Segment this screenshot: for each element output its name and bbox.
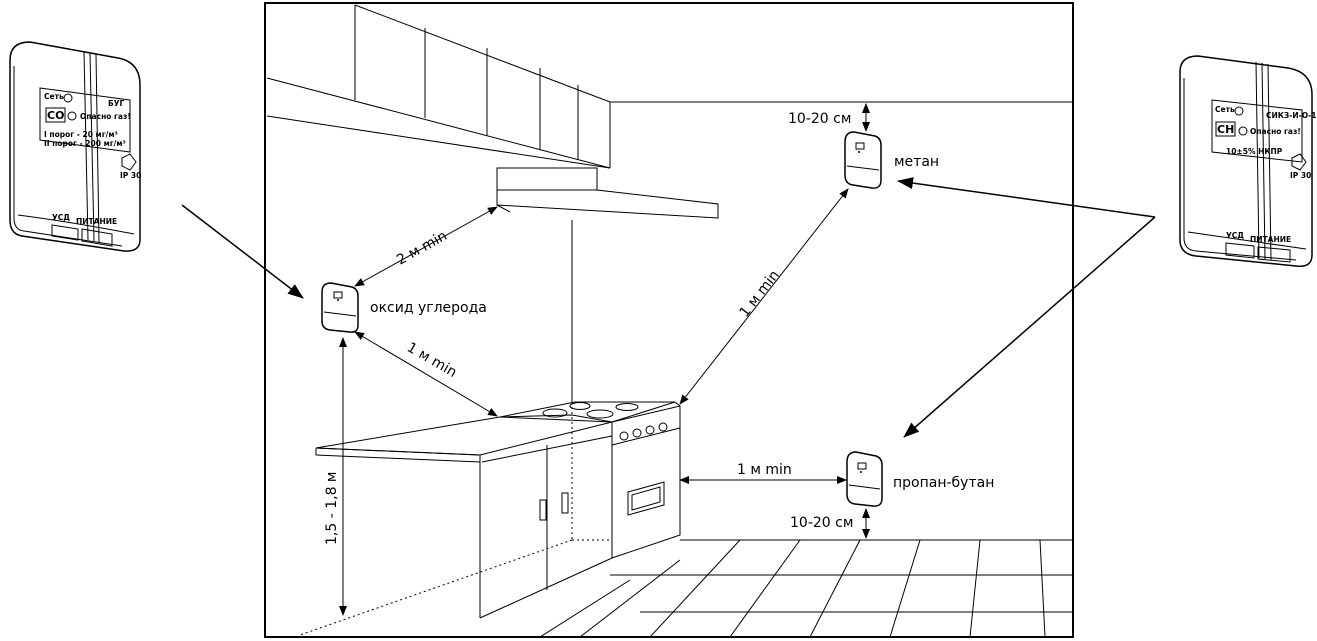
kitchen-scene bbox=[266, 4, 1072, 638]
co-stove-distance-label: 1 м min bbox=[404, 340, 459, 381]
methane-stove-distance-label: 1 м min bbox=[737, 267, 783, 320]
floor-gap-label: 10-20 см bbox=[790, 515, 853, 531]
height-range-label: 1,5 - 1,8 м bbox=[324, 472, 340, 546]
co-sensor-label: оксид углерода bbox=[370, 300, 487, 316]
methane-sensor bbox=[844, 131, 882, 189]
ch-power-label: Сеть bbox=[1215, 105, 1235, 114]
ceiling-gap-label: 10-20 см bbox=[788, 111, 851, 127]
co-detector-device: Сеть БУГ CO Опасно газ! I порог - 20 мг/… bbox=[9, 41, 141, 252]
co-sensor bbox=[321, 282, 359, 333]
methane-sensor-label: метан bbox=[894, 154, 939, 170]
ch-brand-label: СИКЗ-И-О-1 bbox=[1266, 111, 1316, 120]
ch-detector-device: Сеть СИКЗ-И-О-1 CH Опасно газ! 10±5% НКП… bbox=[1179, 55, 1316, 268]
co-ip-label: IP 30 bbox=[120, 171, 141, 180]
dimension-arrows bbox=[339, 103, 870, 616]
co-supply-label: ПИТАНИЕ bbox=[76, 217, 117, 226]
co-threshold1-label: I порог - 20 мг/м³ bbox=[44, 130, 118, 139]
co-power-label: Сеть bbox=[44, 92, 64, 101]
propane-sensor-label: пропан-бутан bbox=[893, 475, 994, 491]
hood-distance-label: 2 м min bbox=[394, 228, 450, 269]
co-threshold2-label: II порог - 200 мг/м³ bbox=[44, 139, 126, 148]
co-gas-label: CO bbox=[47, 109, 64, 122]
ch-supply-label: ПИТАНИЕ bbox=[1250, 235, 1291, 244]
propane-butane-sensor bbox=[846, 451, 883, 507]
propane-distance-label: 1 м min bbox=[737, 462, 792, 478]
co-usd-label: УСД bbox=[52, 213, 70, 222]
ch-danger-label: Опасно газ! bbox=[1250, 127, 1301, 136]
ch-ip-label: IP 30 bbox=[1290, 171, 1311, 180]
ch-gas-label: CH bbox=[1217, 123, 1234, 136]
co-brand-label: БУГ bbox=[108, 99, 124, 108]
room-frame bbox=[264, 2, 1074, 638]
ch-usd-label: УСД bbox=[1226, 231, 1244, 240]
pointer-arrows bbox=[181, 177, 1156, 438]
ch-threshold-label: 10±5% НКПР bbox=[1226, 147, 1283, 156]
co-danger-label: Опасно газ! bbox=[80, 112, 131, 121]
